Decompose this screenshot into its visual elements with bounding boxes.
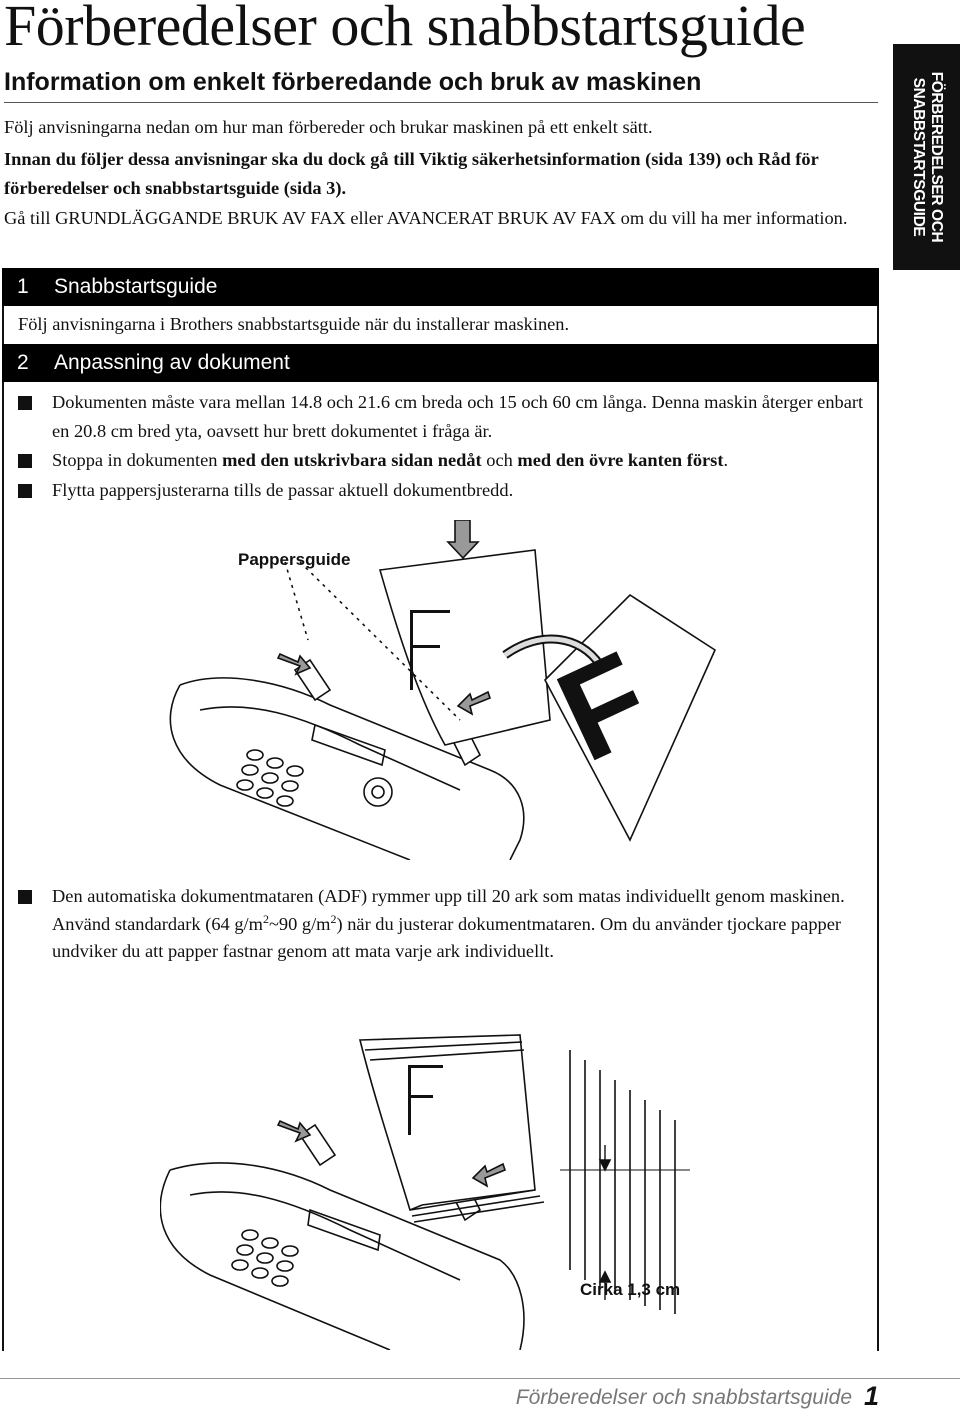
bullet-marker [18,484,32,498]
footer-page-number: 1 [864,1381,880,1411]
section-1-title: Snabbstartsguide [54,275,218,298]
bullet-marker [18,454,32,468]
section-1-number: 1 [17,275,29,298]
fax-paper-guide-illustration: F Pappersguide [169,520,717,860]
bullet-insert-bold-2: med den övre kanten först [517,450,724,470]
intro-line-1: Följ anvisningarna nedan om hur man förb… [4,117,653,137]
chapter-side-tab: FÖRBEREDELSER OCH SNABBSTARTSGUIDE [893,44,960,270]
section-1-text: Följ anvisningarna i Brothers snabbstart… [18,314,570,334]
intro-line-2: Innan du följer dessa anvisningar ska du… [4,149,819,198]
section-2-number: 2 [17,351,29,374]
adf-sup-1: 2 [262,911,269,926]
bullet-document-size: Dokumenten måste vara mellan 14.8 och 21… [52,392,864,441]
bullet-insert-documents: Stoppa in dokumenten med den utskrivbara… [52,446,878,475]
section-2-title: Anpassning av dokument [54,351,290,374]
page-title: Förberedelser och snabbstartsguide [4,0,806,58]
paper-guide-label: Pappersguide [238,550,350,569]
bullet-paper-guides: Flytta pappersjusterarna tills de passar… [52,480,514,500]
bullet-adf-capacity: Den automatiska dokumentmataren (ADF) ry… [52,883,867,966]
bullet-insert-pre: Stoppa in dokumenten [52,450,223,470]
adf-text-post: ) när du justerar dokumentmataren. Om du… [52,913,842,962]
bullet-insert-bold-1: med den utskrivbara sidan nedåt [222,450,482,470]
bullet-marker [18,890,32,904]
adf-text-mid: ~90 g/m [268,913,331,934]
adf-stack-illustration: Cirka 1,3 cm [160,1034,690,1350]
adf-text-pre: Den automatiska dokumentmataren (ADF) ry… [52,886,845,934]
adf-sup-2: 2 [330,911,337,926]
frame-right-rule [877,270,879,1351]
footer-rule [0,1378,960,1379]
bullet-insert-mid: och [481,450,518,470]
intro-line-3: Gå till GRUNDLÄGGANDE BRUK AV FAX eller … [4,208,848,228]
bullet-insert-post: . [723,450,729,470]
frame-left-rule [2,270,4,1351]
footer-chapter-title: Förberedelser och snabbstartsguide [515,1386,852,1409]
chapter-side-tab-label: FÖRBEREDELSER OCH SNABBSTARTSGUIDE [909,71,945,243]
section-2-header: 2 Anpassning av dokument [2,344,879,382]
page-subtitle: Information om enkelt förberedande och b… [4,64,878,103]
spacing-label: Cirka 1,3 cm [580,1280,680,1299]
section-1-header: 1 Snabbstartsguide [2,268,879,306]
bullet-marker [18,396,32,410]
